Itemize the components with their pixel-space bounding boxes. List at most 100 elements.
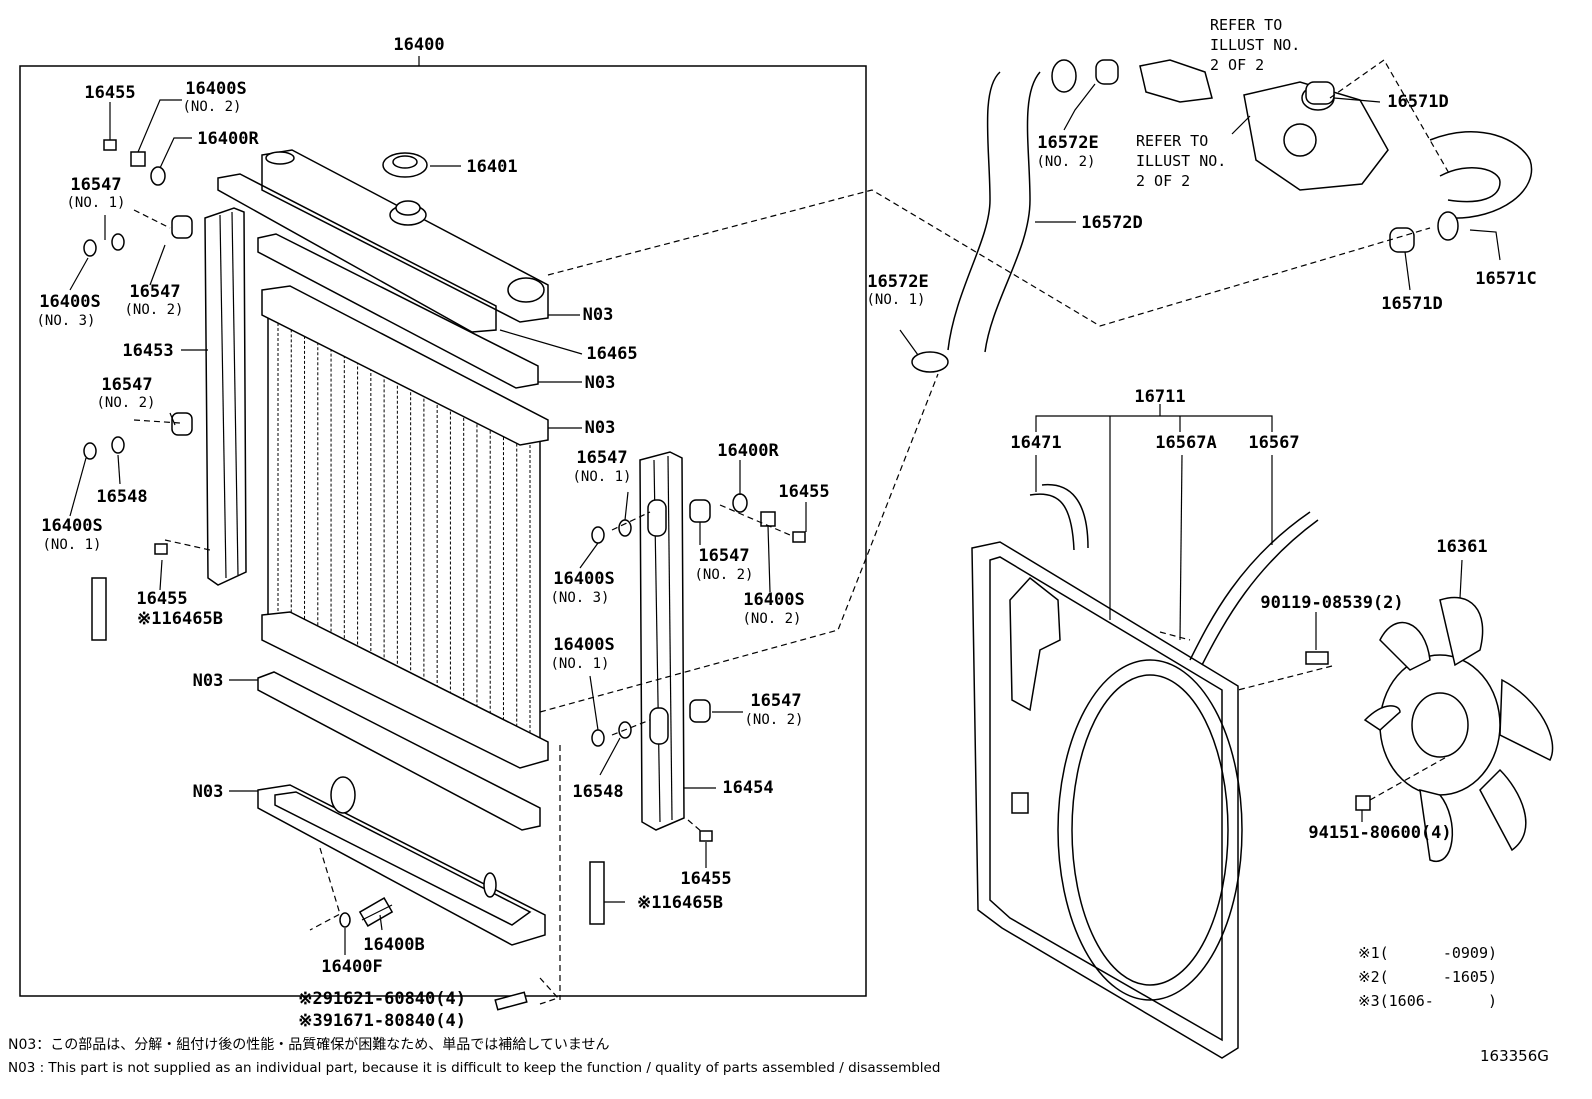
label-16572e: 16572E xyxy=(867,272,928,292)
label-16465b: ※116465B xyxy=(137,609,223,629)
label-nut: 94151-80600(4) xyxy=(1308,823,1451,843)
label-sub: (NO. 1) xyxy=(866,292,925,308)
label-bolt: ※291621-60840(4) xyxy=(298,989,466,1009)
svg-text:REFER TO: REFER TO xyxy=(1210,16,1282,34)
radiator-cap-16401 xyxy=(382,152,428,178)
assembly-number: 16400 xyxy=(393,35,444,55)
drain-cock-16400b xyxy=(358,897,394,927)
label-16361: 16361 xyxy=(1436,537,1487,557)
label-sub: (NO. 2) xyxy=(742,611,801,627)
footnote-3: ※3(1606- ) xyxy=(1358,992,1497,1010)
label-n03: N03 xyxy=(193,782,224,802)
label-16567a: 16567A xyxy=(1155,433,1216,453)
overflow-tube-16471 xyxy=(1029,493,1075,551)
label-bolt: 90119-08539(2) xyxy=(1260,593,1403,613)
note-en: N03 : This part is not supplied as an in… xyxy=(8,1060,941,1076)
label-sub: (NO. 2) xyxy=(744,712,803,728)
label-16455: 16455 xyxy=(680,869,731,889)
label-16400s: 16400S xyxy=(39,292,100,312)
svg-text:2 OF 2: 2 OF 2 xyxy=(1210,56,1264,74)
label-16567: 16567 xyxy=(1248,433,1299,453)
left-support-16453 xyxy=(204,207,247,586)
label-16547: 16547 xyxy=(101,375,152,395)
label-16547: 16547 xyxy=(698,546,749,566)
label-sub: (NO. 3) xyxy=(36,313,95,329)
label-16400s: 16400S xyxy=(41,516,102,536)
lower-hose-16571c xyxy=(1429,131,1533,219)
label-16400s: 16400S xyxy=(185,79,246,99)
refer-callout-1: REFER TO ILLUST NO. 2 OF 2 xyxy=(1210,16,1300,74)
footnote-1: ※1( -0909) xyxy=(1358,944,1497,962)
label-16401: 16401 xyxy=(466,157,517,177)
label-n03: N03 xyxy=(585,373,616,393)
fan-nut xyxy=(1355,795,1371,811)
svg-text:REFER TO: REFER TO xyxy=(1136,132,1208,150)
applicability-footnotes: ※1( -0909) ※2( -1605) ※3(1606- ) xyxy=(1358,944,1497,1010)
label-16400b: 16400B xyxy=(363,935,424,955)
label-sub: (NO. 2) xyxy=(694,567,753,583)
label-16571d: 16571D xyxy=(1381,294,1442,314)
label-16548: 16548 xyxy=(572,782,623,802)
label-16547: 16547 xyxy=(129,282,180,302)
label-sub: (NO. 1) xyxy=(66,195,125,211)
top-seal-strip xyxy=(217,173,497,333)
label-16571d: 16571D xyxy=(1387,92,1448,112)
label-16572e: 16572E xyxy=(1037,133,1098,153)
label-sub: (NO. 1) xyxy=(42,537,101,553)
reference-lines xyxy=(133,59,1451,1005)
label-16465: 16465 xyxy=(586,344,637,364)
assembly-frame xyxy=(19,65,867,997)
label-16400s: 16400S xyxy=(743,590,804,610)
label-16571c: 16571C xyxy=(1475,269,1536,289)
figure-id: 163356G xyxy=(1480,1047,1549,1065)
label-16400s: 16400S xyxy=(553,635,614,655)
label-sub: (NO. 1) xyxy=(550,656,609,672)
label-16547: 16547 xyxy=(70,175,121,195)
refer-callout-2: REFER TO ILLUST NO. 2 OF 2 xyxy=(1136,132,1226,190)
label-sub: (NO. 3) xyxy=(550,590,609,606)
reservoir-hose-16567 xyxy=(1189,511,1311,661)
drain-plug-o-ring-16400f xyxy=(339,912,351,928)
label-bolt: ※391671-80840(4) xyxy=(298,1011,466,1031)
label-n03: N03 xyxy=(585,418,616,438)
water-outlet xyxy=(1139,59,1389,191)
svg-text:2 OF 2: 2 OF 2 xyxy=(1136,172,1190,190)
right-support-16454 xyxy=(639,451,685,831)
label-16547: 16547 xyxy=(750,691,801,711)
svg-text:ILLUST NO.: ILLUST NO. xyxy=(1136,152,1226,170)
label-16454: 16454 xyxy=(722,778,773,798)
label-sub: (NO. 2) xyxy=(182,99,241,115)
label-16453: 16453 xyxy=(122,341,173,361)
part-labels: 16455 16400S (NO. 2) 16400R 16401 16547 … xyxy=(36,79,1536,1031)
upper-hose-16572d xyxy=(947,71,1001,351)
label-sub: (NO. 2) xyxy=(124,302,183,318)
fan-shroud xyxy=(971,541,1243,1059)
label-16572d: 16572D xyxy=(1081,213,1142,233)
label-sub: (NO. 2) xyxy=(96,395,155,411)
svg-text:ILLUST NO.: ILLUST NO. xyxy=(1210,36,1300,54)
label-16455: 16455 xyxy=(136,589,187,609)
label-16548: 16548 xyxy=(96,487,147,507)
footnote-2: ※2( -1605) xyxy=(1358,968,1497,986)
note-jp: N03：この部品は、分解・組付け後の性能・品質確保が困難なため、単品では補給して… xyxy=(8,1037,610,1053)
label-16455: 16455 xyxy=(84,83,135,103)
top-packing-ring xyxy=(257,233,539,389)
lower-tank xyxy=(257,776,546,946)
label-16400s: 16400S xyxy=(553,569,614,589)
label-16400r: 16400R xyxy=(717,441,779,461)
label-16547: 16547 xyxy=(576,448,627,468)
label-n03: N03 xyxy=(583,305,614,325)
label-sub: (NO. 1) xyxy=(572,469,631,485)
label-16400f: 16400F xyxy=(321,957,382,977)
label-n03: N03 xyxy=(193,671,224,691)
bottom-packing-ring xyxy=(257,671,541,831)
radiator-core xyxy=(261,149,549,769)
leader-lines xyxy=(69,83,1501,955)
fan-16361 xyxy=(1363,596,1554,863)
small-hardware xyxy=(83,131,806,1011)
label-16465b: ※116465B xyxy=(637,893,723,913)
label-16471: 16471 xyxy=(1010,433,1061,453)
shroud-bolt xyxy=(1305,651,1329,665)
label-16711: 16711 xyxy=(1134,387,1185,407)
